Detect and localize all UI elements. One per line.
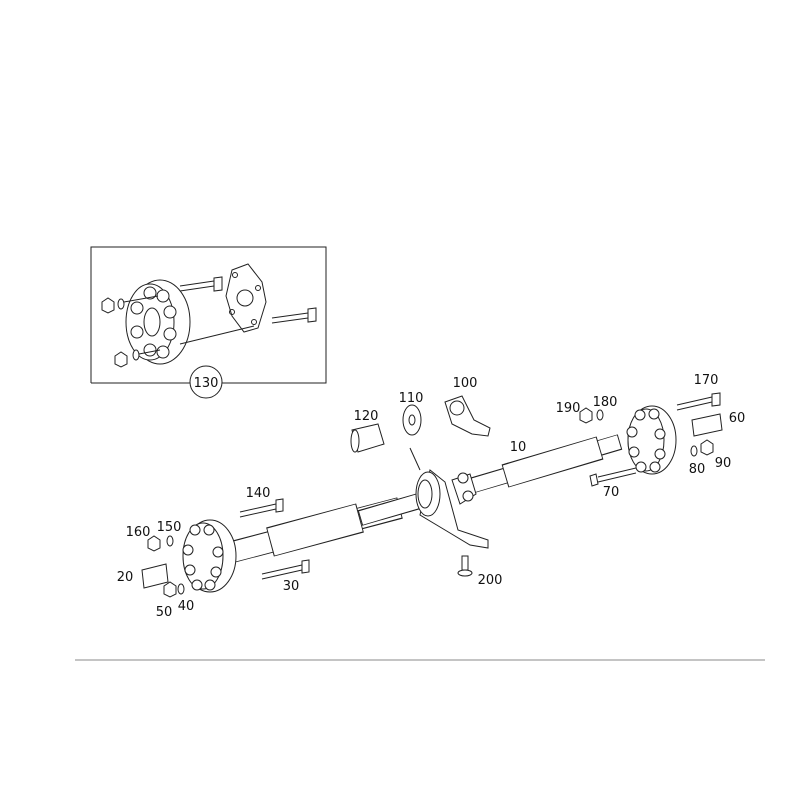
callout-110: 110 bbox=[399, 391, 424, 406]
callout-60: 60 bbox=[729, 411, 746, 426]
callout-40: 40 bbox=[178, 599, 195, 614]
callout-70: 70 bbox=[603, 485, 620, 500]
callout-120: 120 bbox=[354, 409, 379, 424]
callout-20: 20 bbox=[117, 570, 134, 585]
callout-10: 10 bbox=[510, 440, 527, 455]
callout-50: 50 bbox=[156, 605, 173, 620]
callout-80: 80 bbox=[689, 462, 706, 477]
callout-labels: 100 110 120 10 170 180 190 60 80 90 70 1… bbox=[117, 373, 746, 620]
callout-200: 200 bbox=[478, 573, 503, 588]
callout-130: 130 bbox=[194, 376, 219, 391]
callout-190: 190 bbox=[556, 401, 581, 416]
callout-90: 90 bbox=[715, 456, 732, 471]
callout-170: 170 bbox=[694, 373, 719, 388]
callout-150: 150 bbox=[157, 520, 182, 535]
loose-parts bbox=[141, 392, 723, 598]
callout-130-circle bbox=[189, 365, 223, 399]
callout-30: 30 bbox=[283, 579, 300, 594]
callout-100: 100 bbox=[453, 376, 478, 391]
propeller-shaft bbox=[182, 405, 677, 593]
callout-180: 180 bbox=[593, 395, 618, 410]
callout-140: 140 bbox=[246, 486, 271, 501]
callout-160: 160 bbox=[126, 525, 151, 540]
inset-flex-disc-detail: 130 bbox=[90, 246, 327, 399]
